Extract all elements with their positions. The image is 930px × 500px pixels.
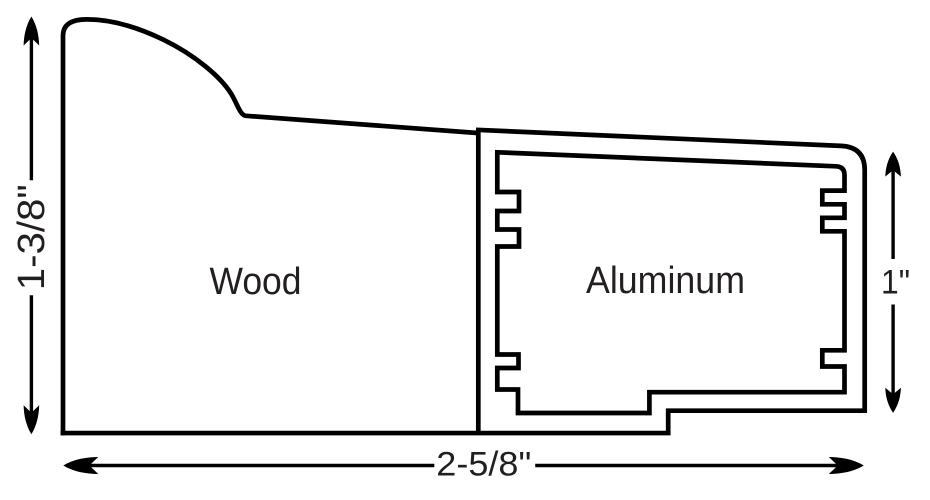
svg-text:2-5/8": 2-5/8": [436, 445, 531, 483]
svg-text:Aluminum: Aluminum: [586, 260, 745, 302]
svg-text:1": 1": [881, 263, 910, 301]
svg-text:1-3/8": 1-3/8": [11, 184, 53, 290]
svg-text:Wood: Wood: [210, 261, 302, 303]
